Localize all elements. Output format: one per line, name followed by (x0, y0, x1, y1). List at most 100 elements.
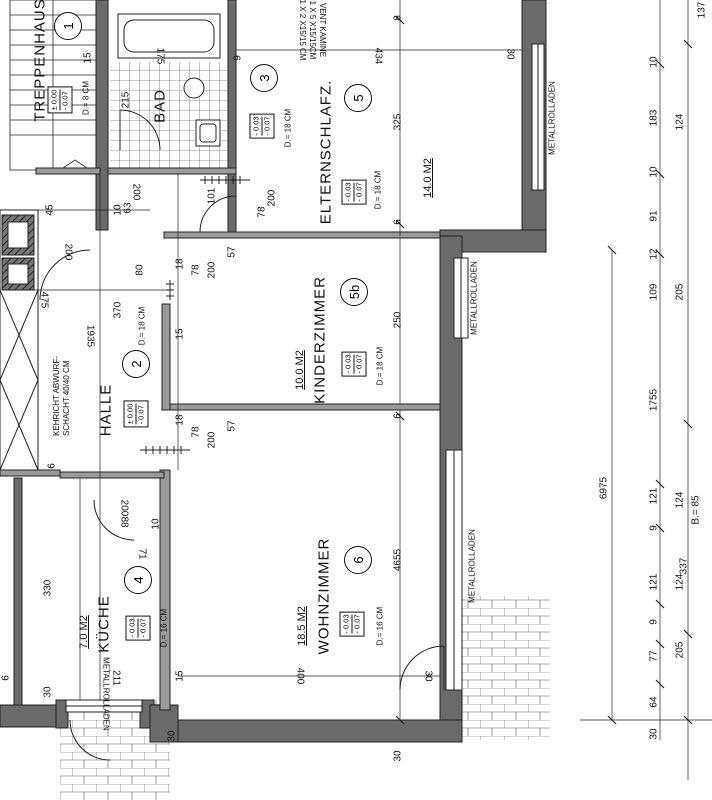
dim-12: 12 (648, 248, 660, 260)
dim-124-c: 124 (674, 113, 686, 131)
dim-4655: 4655 (392, 548, 404, 572)
dim-15-bottom: 15 (174, 670, 186, 682)
dim-211: 211 (110, 670, 122, 686)
dimension-ticks (395, 15, 693, 725)
dim-205-a: 205 (674, 641, 686, 659)
staircase-label: TREPPENHAUS (31, 0, 49, 122)
staircase-number: 1 (54, 12, 82, 40)
room-number-kinderzimmer: 5b (340, 278, 368, 306)
dim-57-low: 57 (226, 420, 238, 432)
dim-200-left: 200 (62, 243, 74, 261)
ceiling-kinderzimmer: D.= 18 CM (375, 346, 385, 386)
dim-71: 71 (136, 548, 148, 560)
dim-137: 137 (696, 1, 708, 19)
ceiling-halle: D.= 18 CM (137, 306, 147, 346)
dim-30-right: 30 (648, 728, 660, 740)
dim-400: 400 (294, 667, 306, 685)
dim-10-kueche: 10 (150, 518, 162, 530)
dim-434: 434 (372, 47, 384, 65)
dim-9-a: 9 (648, 525, 660, 531)
room-name-kueche: KÜCHE (95, 595, 113, 653)
dim-30-bottom: 30 (392, 750, 404, 762)
room-name-halle: HALLE (97, 383, 115, 437)
dim-80: 80 (134, 264, 146, 276)
dim-10-right: 10 (648, 166, 660, 178)
dim-78-mid: 78 (190, 264, 202, 276)
dim-330: 330 (42, 579, 54, 597)
room-number-kueche: 4 (124, 566, 152, 594)
room-name-kinderzimmer: KINDERZIMMER (311, 276, 329, 404)
room-name-bad: BAD (151, 89, 169, 123)
dim-63: 63 (122, 202, 134, 214)
room-number-bad: 3 (250, 64, 278, 92)
elevation-wohnzimmer: - 0.03- 0.07 (339, 611, 365, 637)
dim-30-door: 30 (422, 670, 434, 682)
room-name-elternschlafzimmer: ELTERNSCHLAFZ. (317, 79, 335, 225)
dim-121-a: 121 (648, 487, 660, 505)
room-name-wohnzimmer: WOHNZIMMER (315, 537, 333, 655)
bathroom-tiles (110, 62, 228, 170)
shutter-label-kinderzimmer: METALLROLLADEN (469, 261, 479, 335)
windows (65, 43, 545, 713)
dim-18-low: 18 (174, 414, 186, 426)
dim-10-top: 10 (648, 56, 660, 68)
dim-15-stairs: 15 (82, 52, 94, 64)
room-number-wohnzimmer: 6 (344, 546, 372, 574)
area-kinderzimmer: 10.0 M2 (294, 350, 306, 390)
dim-78-low: 78 (190, 426, 202, 438)
staircase-ceiling: D.= 8 CM (81, 80, 91, 116)
staircase-elevation: ± 0.00- 0.07 (47, 86, 73, 114)
dim-175: 175 (154, 47, 166, 65)
dim-1935: 1935 (84, 324, 96, 348)
dim-109: 109 (648, 283, 660, 301)
shaft (0, 209, 39, 471)
dim-325: 325 (392, 113, 404, 131)
dim-57-top: 57 (226, 246, 238, 258)
area-kueche: 7.0 M2 (78, 615, 90, 649)
ceiling-bad: D.= 18 CM (283, 108, 293, 148)
room-number-elternschlafzimmer: 5 (344, 84, 372, 112)
shutter-label-wohnzimmer: METALLROLLADEN (467, 529, 477, 603)
dim-215: 215 (120, 91, 132, 109)
elevation-elternschlafzimmer: - 0.03- 0.07 (341, 179, 367, 205)
dim-88: 88 (118, 516, 130, 528)
elevation-kinderzimmer: - 0.03- 0.07 (341, 351, 367, 377)
dim-91: 91 (648, 210, 660, 222)
bath-fixtures (117, 13, 221, 147)
elevation-halle: ± 0.00- 0.07 (123, 400, 149, 428)
dim-6-a: 6 (392, 219, 404, 225)
dim-8: 8 (392, 15, 404, 21)
dim-200-halle: 200 (130, 183, 142, 201)
interior-walls (0, 167, 441, 711)
area-wohnzimmer: 18.5 M2 (296, 606, 308, 646)
dim-15-halle: 15 (174, 328, 186, 340)
dimension-lines (10, 0, 712, 780)
dim-18-top: 18 (174, 258, 186, 270)
shutter-label-bedroom: METALLROLLADEN (547, 81, 557, 155)
ceiling-kueche: D.= 16 CM (159, 608, 169, 648)
dim-124-b: 124 (674, 573, 686, 591)
dim-1755: 1755 (648, 388, 660, 412)
ceiling-wohnzimmer: D.= 16 CM (375, 606, 385, 646)
shaft-note: KEHRICHT ABWURF-SCHACHT 40/40 CM (52, 356, 71, 436)
dim-30-corner: 30 (166, 730, 178, 742)
dim-200-low: 200 (206, 431, 218, 449)
elevation-bad: - 0.03- 0.07 (249, 113, 275, 139)
dim-200-mid: 200 (206, 261, 218, 279)
dim-6975: 6975 (598, 476, 610, 500)
room-number-halle: 2 (122, 350, 150, 378)
dim-200-kueche: 200 (118, 499, 130, 517)
area-elternschlafzimmer: 14.0 M2 (422, 158, 434, 198)
window-b85: B.= 85 (690, 495, 702, 525)
dim-337: 337 (678, 557, 690, 575)
dim-77: 77 (648, 650, 660, 662)
dim-30-top: 30 (504, 48, 516, 60)
dim-183: 183 (648, 109, 660, 127)
doors (39, 109, 445, 761)
elevation-kueche: - 0.03- 0.07 (125, 615, 151, 641)
dim-370: 370 (112, 301, 124, 319)
dim-10: 10 (112, 204, 124, 216)
dim-6-kueche: 6 (0, 675, 12, 681)
